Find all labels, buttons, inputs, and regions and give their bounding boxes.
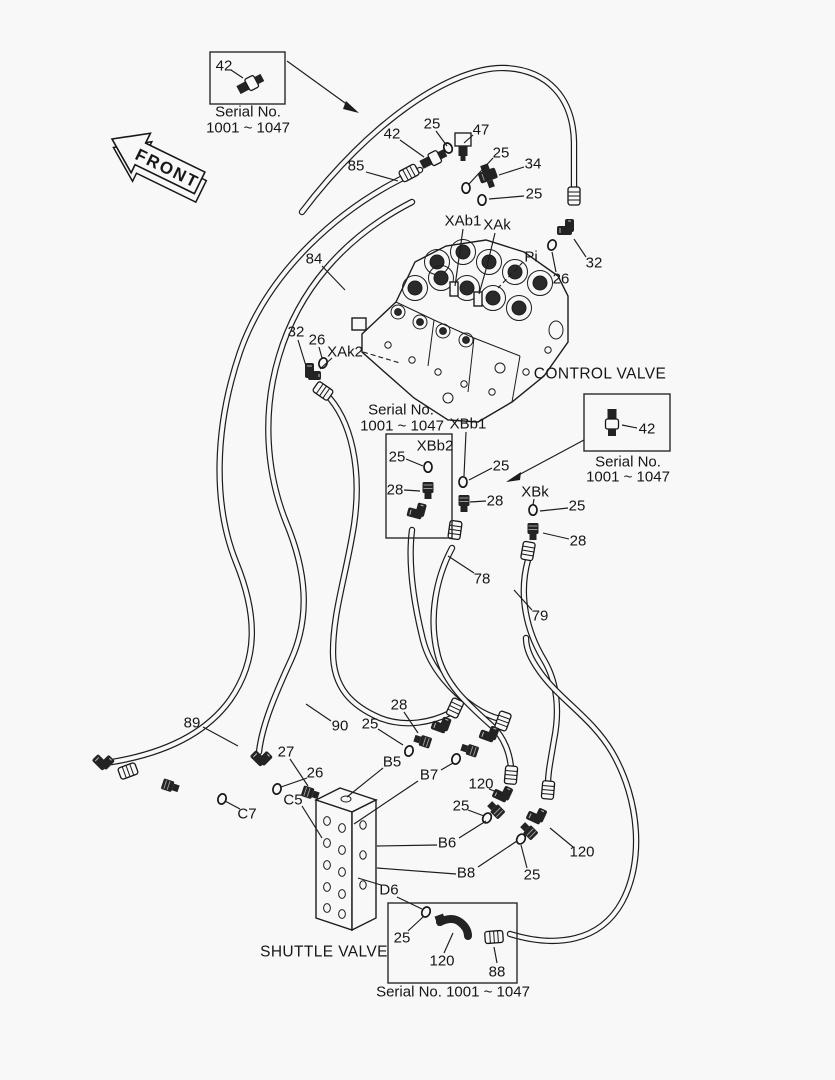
hose-88-loop [506,634,640,945]
hose-xak2 [321,389,454,727]
inset-box-top-left [209,51,359,113]
hose-84 [255,198,416,756]
hose-xbb2 [407,526,504,723]
shuttle-valve [314,787,378,932]
hose-85 [108,166,424,766]
inset-box-bottom [387,902,518,984]
inset-box-xbb2 [385,433,453,539]
control-valve [351,239,569,423]
hose-top-arc [298,64,578,216]
leader-lines [202,130,587,964]
inset-box-mid-right [506,393,671,482]
front-arrow [110,132,208,204]
hose-78 [430,544,515,772]
fittings [91,132,581,847]
